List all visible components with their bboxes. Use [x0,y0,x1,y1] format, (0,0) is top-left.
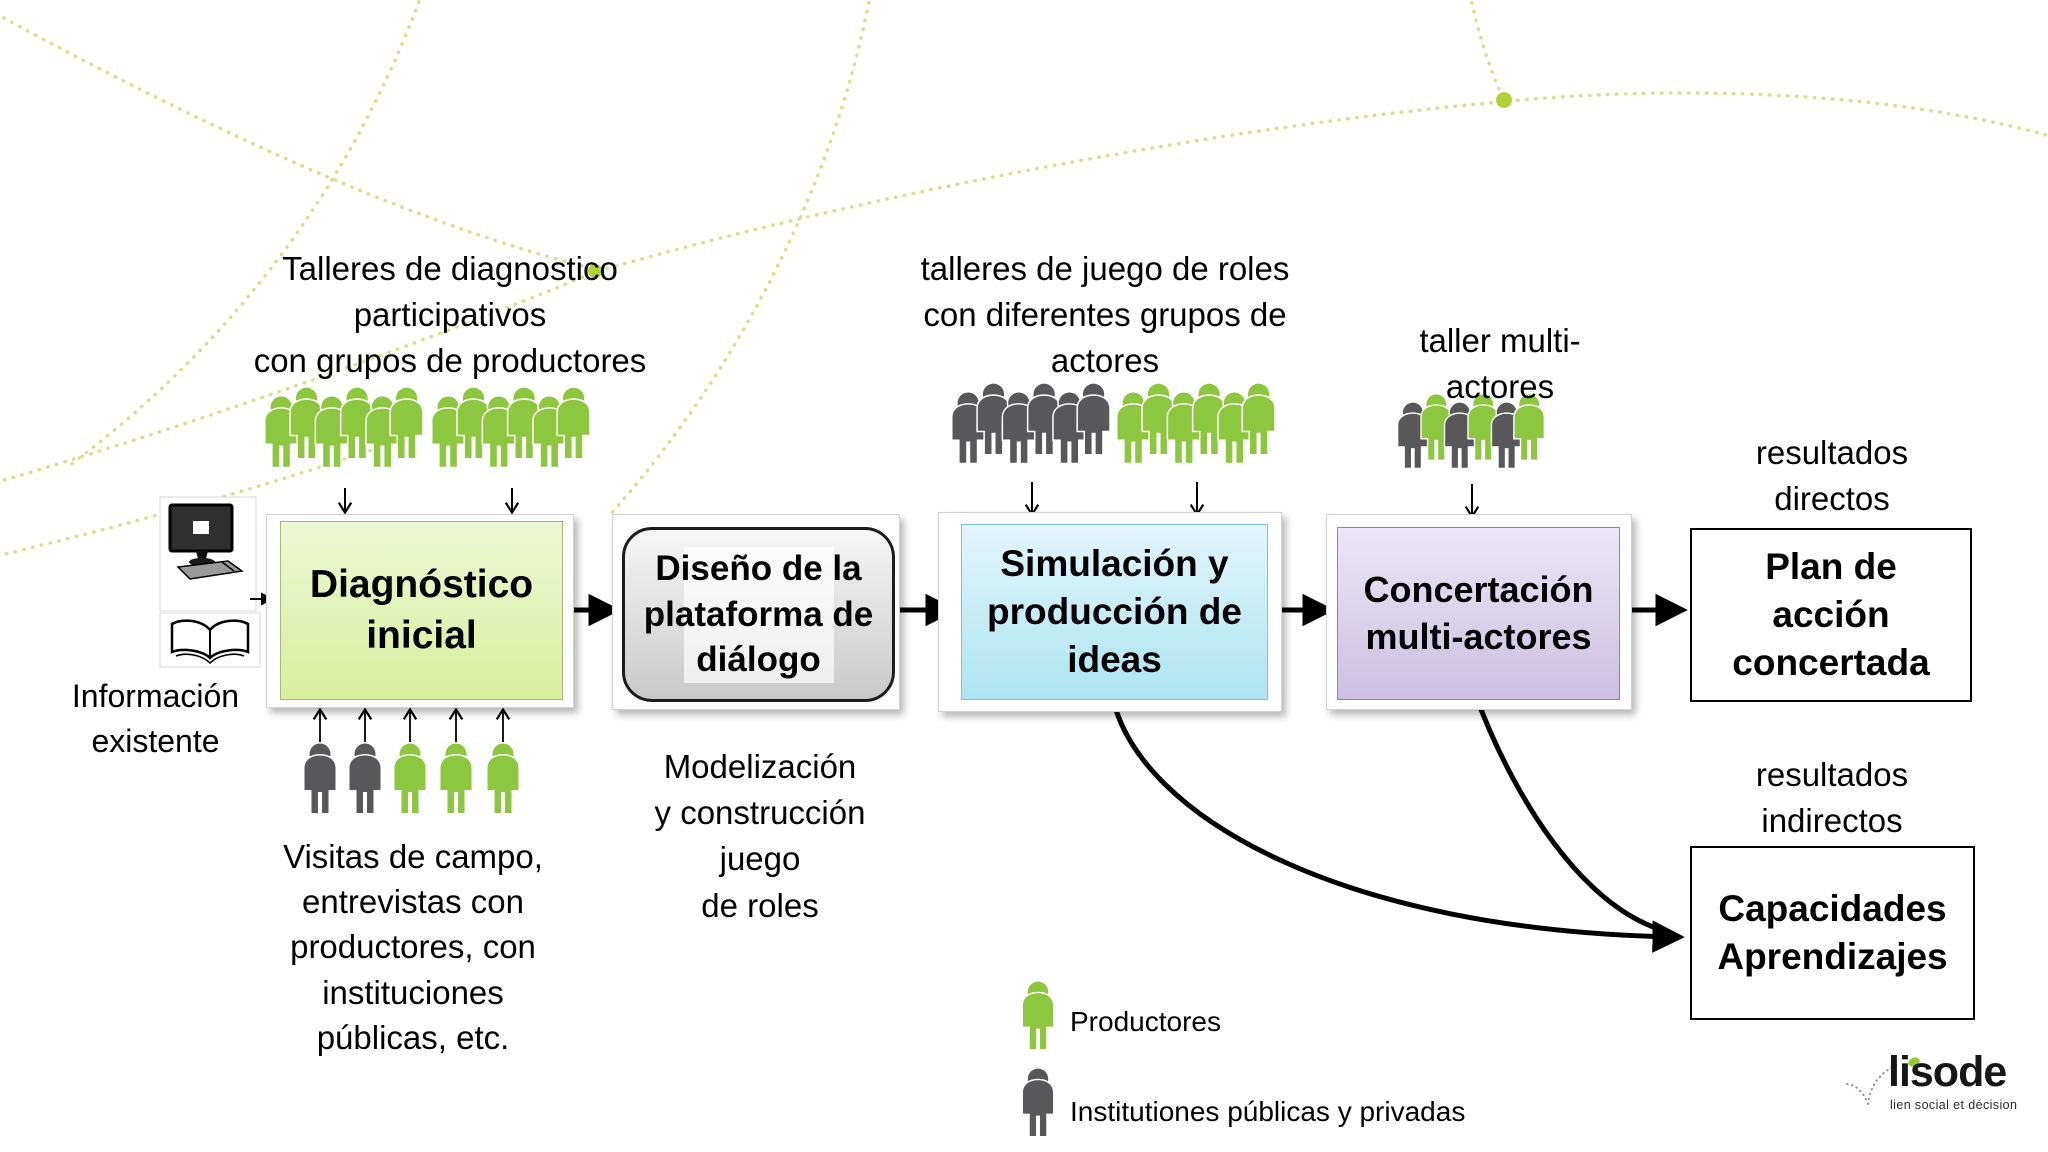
result-box-label: Plan de acción concertada [1732,545,1930,684]
result-box-action-plan: Plan de acción concertada [1690,528,1972,702]
crowd-icon-producers [1118,384,1275,463]
logo-flourish-icon [1843,1057,1920,1105]
book-icon [170,619,250,665]
decorative-green-dot [1496,92,1512,108]
label-indirect-results: resultados indirectos [1755,756,1909,840]
legend-institution-icon [1021,1067,1055,1138]
field-visit-people-row [303,742,520,815]
person-icon-institution [348,742,382,815]
label-diagnostic-workshops: Talleres de diagnostico participativos c… [253,250,647,380]
legend-label-producers: Productores [1070,1006,1221,1037]
label-direct-results: resultados directos [1755,434,1909,518]
existing-information-icons [159,496,261,668]
process-box-initial-diagnosis: Diagnóstico inicial [280,521,563,700]
decorative-arc [0,13,592,270]
decorative-arc [0,91,2048,484]
label-role-play-workshops: talleres de juego de roles con diferente… [920,250,1290,380]
decorative-arc [1469,0,1505,100]
process-box-label: Concertación multi-actores [1363,568,1594,657]
panel-backdrop [683,546,834,683]
process-box-platform-design: Diseño de la plataforma de diálogo [622,527,895,702]
logo-lisode: lisode [1888,1048,2007,1096]
label-existing-information: Información existente [71,678,240,759]
legend-label-institutions: Institutiones públicas y privadas [1070,1096,1466,1127]
crowd-icon-institutions [953,384,1110,463]
logo-tagline: lien social et décision [1890,1098,2018,1112]
computer-icon [168,503,244,580]
decorative-green-dot [588,264,602,278]
decorative-arc [608,0,871,517]
person-icon-institution [303,742,337,815]
process-box-label: Diseño de la plataforma de diálogo [643,549,874,680]
process-box-simulation: Simulación y producción de ideas [961,524,1268,700]
result-box-label: Capacidades Aprendizajes [1717,887,1948,977]
crowd-icon-producers [433,388,590,467]
process-box-consultation: Concertación multi-actores [1337,527,1620,700]
process-box-label: Diagnóstico inicial [309,562,534,657]
label-multi-actor-workshop: taller multi- actores [1419,322,1581,406]
crowd-icon-producers [266,388,423,467]
person-icon-producer [393,742,427,815]
process-box-label: Simulación y producción de ideas [987,542,1242,681]
flow-arrows [250,482,1688,953]
person-icon-producer [439,742,473,815]
arrow-consultation-to-capacities [1474,698,1663,933]
arrow-simulation-to-capacities [1110,698,1685,953]
decorative-arc [68,0,422,467]
result-box-capacities: Capacidades Aprendizajes [1690,846,1975,1020]
label-field-visits: Visitas de campo, entrevistas con produc… [283,838,543,1056]
person-icon-producer [486,742,520,815]
legend-producer-icon [1021,980,1055,1051]
label-modeling: Modelización y construcción juego de rol… [654,748,866,924]
